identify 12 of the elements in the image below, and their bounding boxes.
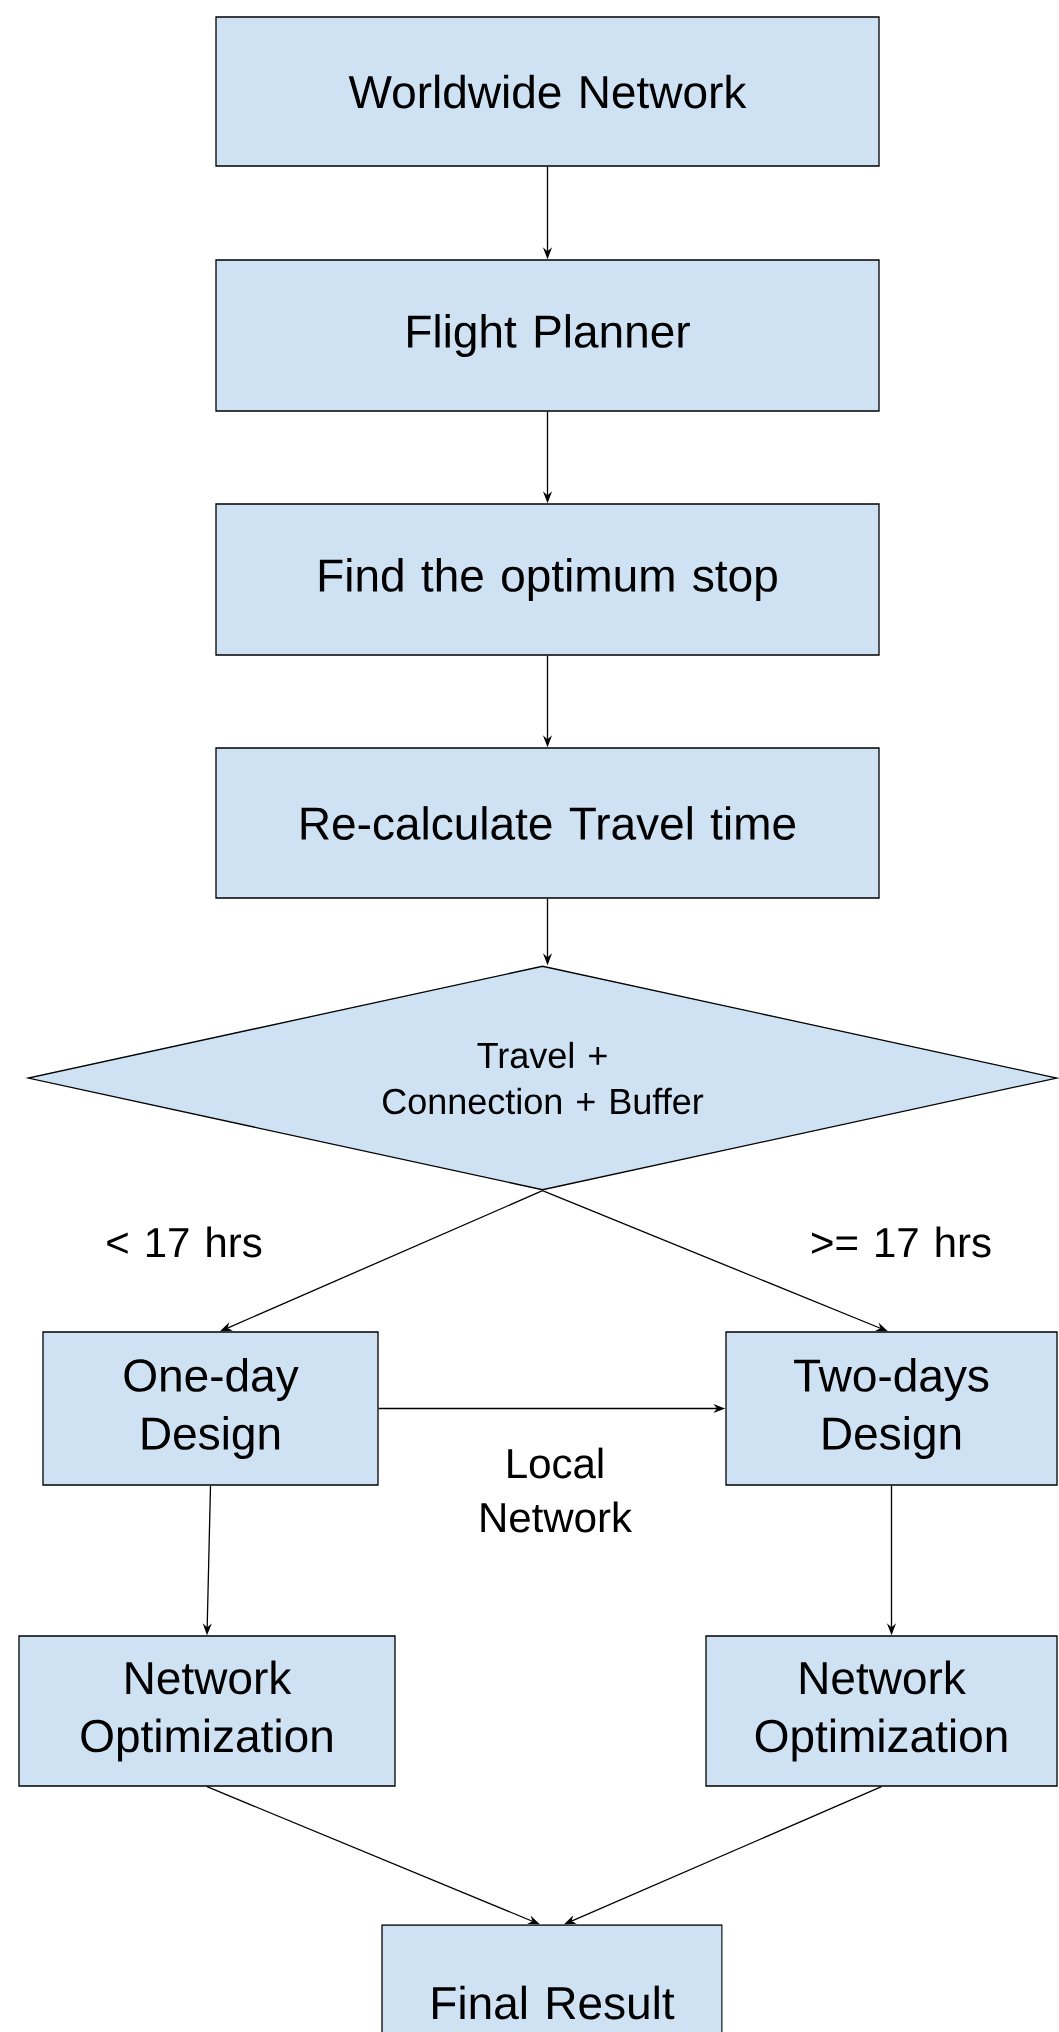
process-box: Network Optimization [705, 1635, 1058, 1787]
process-box: Two-days Design [725, 1331, 1058, 1486]
process-box: Worldwide Network [215, 16, 880, 167]
edge-label: < 17 hrs [107, 1226, 262, 1258]
process-box: Final Result [381, 1924, 723, 2032]
process-box: Find the optimum stop [215, 503, 880, 656]
process-box: One-day Design [42, 1331, 379, 1486]
edge-label: Local Network [481, 1447, 633, 1533]
process-box: Network Optimization [18, 1635, 396, 1787]
process-box: Re-calculate Travel time [215, 747, 880, 899]
process-box: Flight Planner [215, 259, 880, 412]
edge-label: >= 17 hrs [812, 1226, 991, 1258]
